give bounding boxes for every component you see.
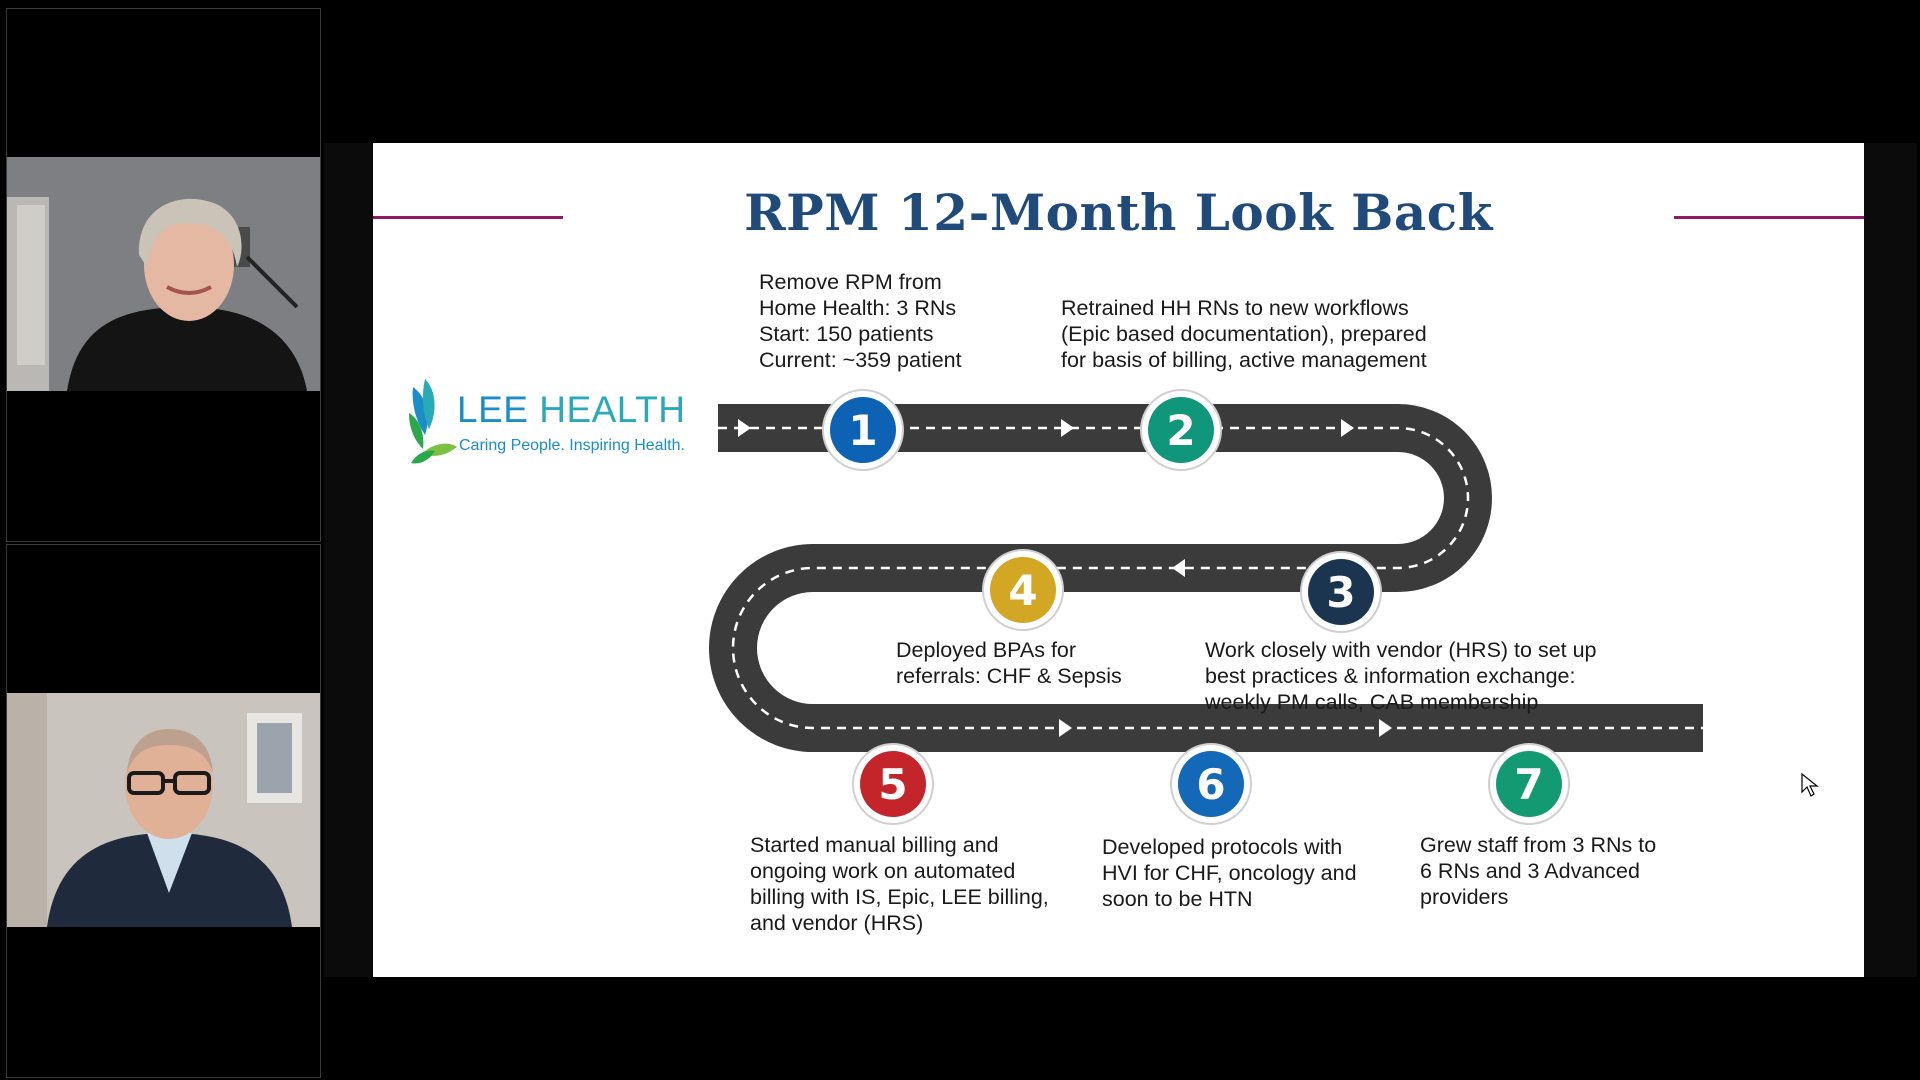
step-marker-2[interactable]: 2 xyxy=(1140,389,1222,471)
step-6-description: Developed protocols with HVI for CHF, on… xyxy=(1102,835,1357,911)
step-marker-1[interactable]: 1 xyxy=(822,389,904,471)
lee-health-logo: LEE HEALTH Caring People. Inspiring Heal… xyxy=(403,373,703,473)
step-marker-7-number: 7 xyxy=(1514,760,1543,809)
mouse-cursor-icon xyxy=(1801,772,1819,797)
step-7-description: Grew staff from 3 RNs to 6 RNs and 3 Adv… xyxy=(1420,833,1657,909)
logo-wordmark-health: HEALTH xyxy=(539,389,686,430)
step-5-description: Started manual billing and ongoing work … xyxy=(750,833,1049,935)
step-4-description: Deployed BPAs for referrals: CHF & Sepsi… xyxy=(896,638,1122,688)
participant-tile-1[interactable] xyxy=(6,8,321,542)
step-1-description: Remove RPM from Home Health: 3 RNs Start… xyxy=(759,270,962,372)
logo-tagline: Caring People. Inspiring Health. xyxy=(459,437,685,454)
step-marker-4[interactable]: 4 xyxy=(982,549,1064,631)
step-marker-3[interactable]: 3 xyxy=(1300,551,1382,633)
presentation-slide: RPM 12-Month Look Back LEE HEALTH Caring… xyxy=(373,143,1864,977)
step-marker-1-number: 1 xyxy=(848,406,877,455)
participant-tile-2[interactable] xyxy=(6,544,321,1078)
step-marker-6-number: 6 xyxy=(1196,760,1225,809)
step-3-description: Work closely with vendor (HRS) to set up… xyxy=(1205,638,1597,714)
step-2-description: Retrained HH RNs to new workflows (Epic … xyxy=(1061,296,1427,372)
roadmap-road xyxy=(679,404,1703,752)
step-markers: 1 2 3 4 5 6 7 xyxy=(822,389,1570,825)
title-rule-right xyxy=(1674,216,1864,219)
step-marker-2-number: 2 xyxy=(1166,406,1195,455)
step-marker-5-number: 5 xyxy=(878,760,907,809)
slide-title: RPM 12-Month Look Back xyxy=(744,183,1493,242)
step-marker-7[interactable]: 7 xyxy=(1488,743,1570,825)
road-arrows xyxy=(679,419,1392,737)
step-marker-6[interactable]: 6 xyxy=(1170,743,1252,825)
participant-video-1 xyxy=(7,157,320,391)
step-marker-4-number: 4 xyxy=(1008,566,1037,615)
step-marker-3-number: 3 xyxy=(1326,568,1355,617)
step-marker-5[interactable]: 5 xyxy=(852,743,934,825)
leaf-logo-icon xyxy=(409,379,457,464)
logo-wordmark: LEE HEALTH xyxy=(457,389,686,430)
title-rule-left xyxy=(373,216,563,219)
participant-video-2 xyxy=(7,693,320,927)
